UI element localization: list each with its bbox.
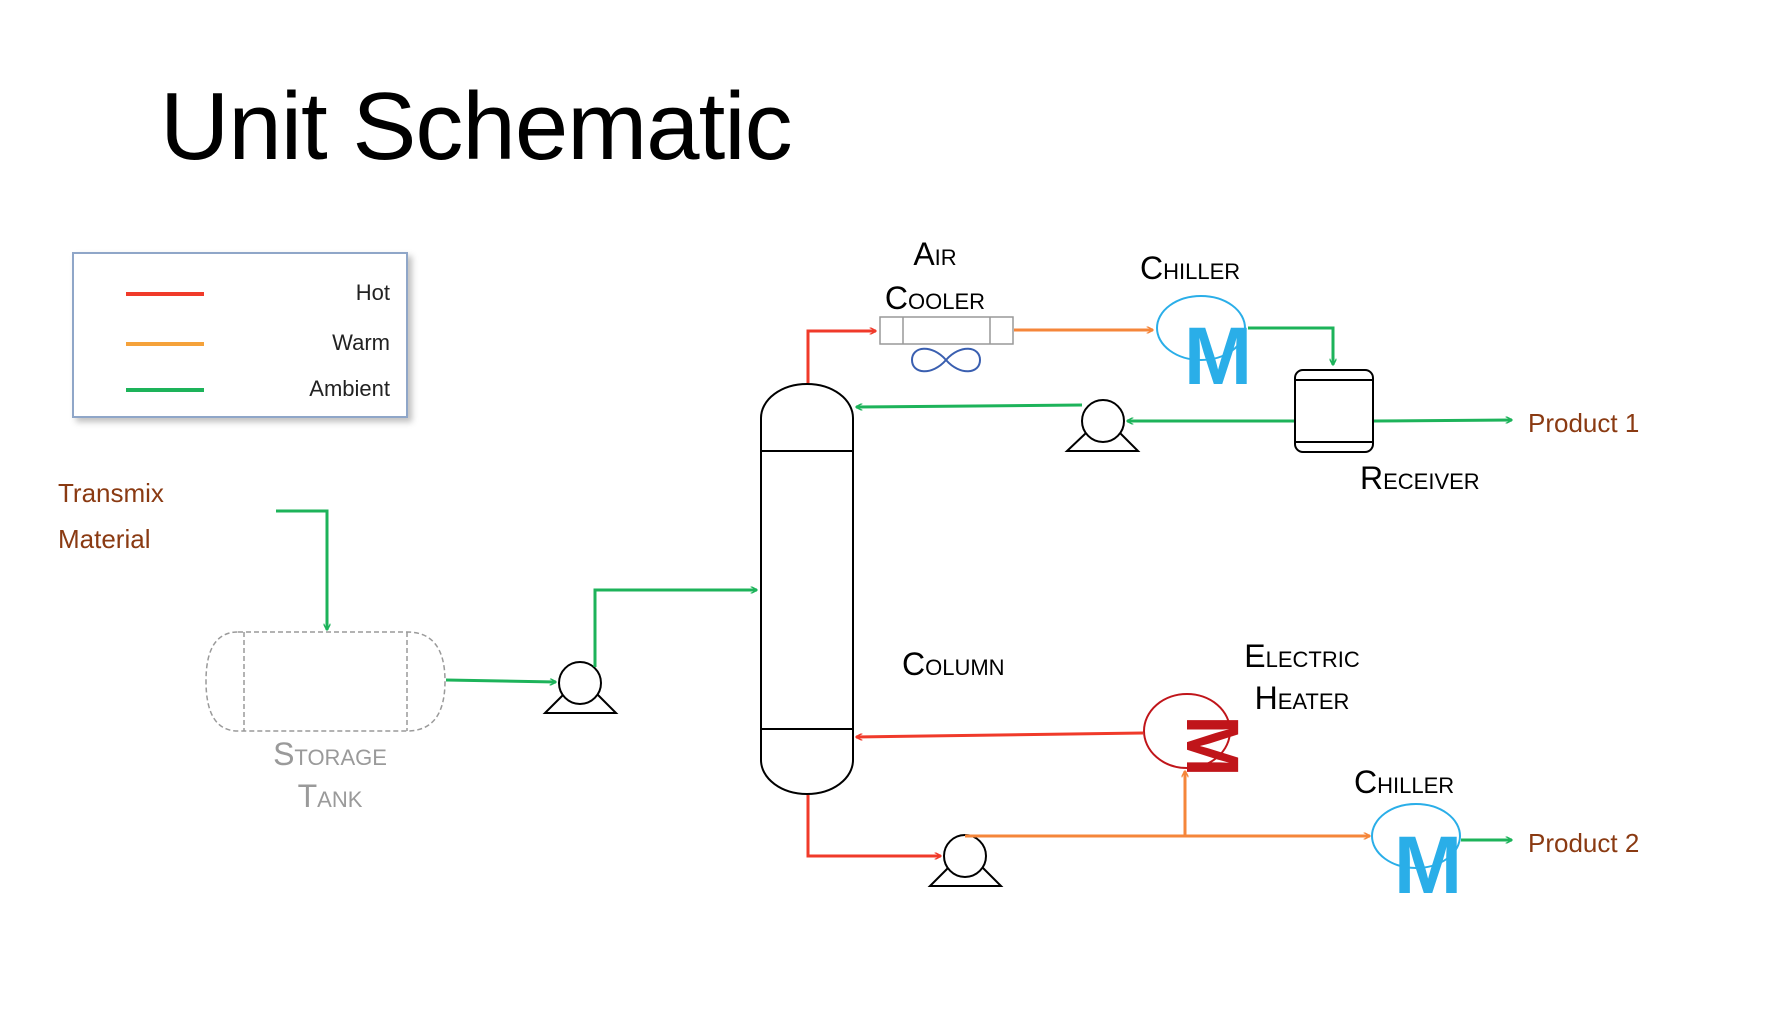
legend-swatch-warm xyxy=(126,342,204,346)
bottoms-line xyxy=(806,795,941,856)
feed-pump-icon xyxy=(542,661,619,714)
chiller-top: M xyxy=(1156,295,1252,402)
storage-tank-label-line2: Tank xyxy=(297,778,363,814)
heater-symbol: M xyxy=(1171,715,1254,777)
pump-to-column-line xyxy=(593,590,757,667)
legend-swatch-hot xyxy=(126,292,204,296)
reboiler-return-line xyxy=(856,731,1144,737)
feed-label-line1: Transmix xyxy=(58,478,164,508)
storage-tank-label-line1: Storage xyxy=(273,736,387,772)
chiller-top-symbol: M xyxy=(1184,311,1252,402)
reflux-line xyxy=(856,405,1083,407)
legend-label-ambient: Ambient xyxy=(309,376,390,401)
chiller-to-receiver-line xyxy=(1248,326,1333,365)
page-title: Unit Schematic xyxy=(160,73,793,180)
storage-to-pump-line xyxy=(445,680,556,682)
air-cooler-label-line1: Air xyxy=(913,236,957,272)
electric-heater: M xyxy=(1143,693,1254,777)
legend-item-hot: Hot xyxy=(74,278,406,308)
legend-label-warm: Warm xyxy=(332,330,390,355)
feed-label-line2: Material xyxy=(58,524,151,554)
legend-item-ambient: Ambient xyxy=(74,374,406,404)
air-cooler xyxy=(879,316,1014,373)
chiller-bottom-label: Chiller xyxy=(1354,764,1455,800)
reflux-pump-icon xyxy=(1064,399,1141,452)
column-vessel xyxy=(760,383,854,795)
air-cooler-label-line2: Cooler xyxy=(884,280,986,316)
legend-item-warm: Warm xyxy=(74,328,406,358)
receiver-vessel xyxy=(1294,369,1374,453)
receiver-to-product1-line xyxy=(1373,420,1512,421)
chiller-top-label: Chiller xyxy=(1140,250,1241,286)
product1-label: Product 1 xyxy=(1528,408,1640,438)
legend-swatch-ambient xyxy=(126,388,204,392)
heater-label-line2: Heater xyxy=(1254,680,1350,716)
column-label: Column xyxy=(902,646,1005,682)
heater-label-line1: Electric xyxy=(1244,638,1360,674)
feed-line xyxy=(276,509,327,630)
storage-tank xyxy=(205,631,446,732)
overhead-vapor-line xyxy=(806,331,876,383)
receiver-label: Receiver xyxy=(1360,460,1480,496)
bottoms-pump-icon xyxy=(927,834,1004,887)
legend: Hot Warm Ambient xyxy=(72,252,408,418)
legend-label-hot: Hot xyxy=(355,280,390,305)
chiller-bottom-symbol: M xyxy=(1394,820,1462,911)
chiller-bottom: M xyxy=(1371,803,1462,911)
fan-icon xyxy=(910,347,982,373)
product2-label: Product 2 xyxy=(1528,828,1640,858)
